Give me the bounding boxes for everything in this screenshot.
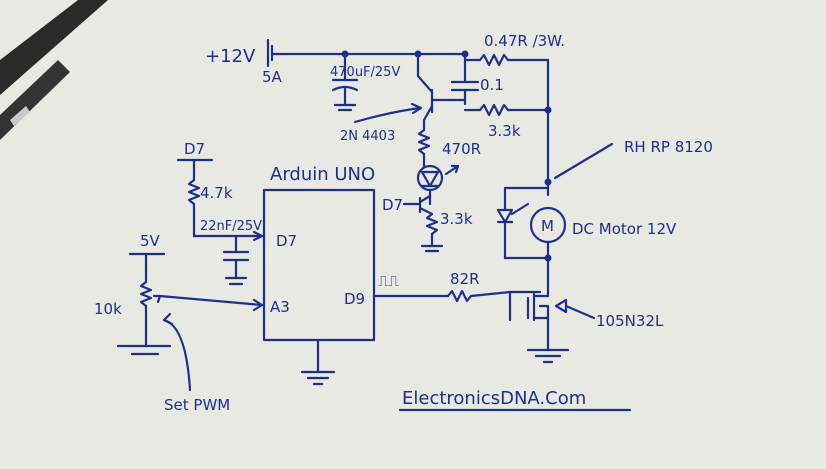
supply-wiring: [266, 38, 552, 184]
relay-label: RH RP 8120: [624, 138, 713, 156]
cap-22nf-label: 22nF/25V: [200, 219, 262, 234]
arduino-pin-d9: D9: [344, 290, 365, 308]
transistor-label: 2N 4403: [340, 129, 395, 144]
resistor-470-label: 470R: [442, 140, 481, 158]
cap-470-label: 470uF/25V: [330, 65, 400, 80]
supply-current-label: 5A: [262, 68, 283, 86]
motor-symbol-letter: M: [541, 217, 554, 235]
d7-top-label: D7: [184, 140, 205, 158]
arduino-pin-d7: D7: [276, 232, 297, 250]
d7-mid-label: D7: [382, 196, 403, 214]
pen-icon: [0, 0, 108, 140]
supply-voltage-label: +12V: [205, 46, 256, 67]
supply-5v-label: 5V: [140, 232, 161, 250]
watermark-text: ElectronicsDNA.Com: [402, 388, 586, 409]
arduino-title: Arduin UNO: [270, 164, 375, 185]
cap-01-label: 0.1: [480, 76, 504, 94]
set-pwm-label: Set PWM: [164, 396, 230, 414]
resistor-82r-label: 82R: [450, 270, 480, 288]
led-branch: [402, 118, 460, 253]
pwm-output-wiring: [372, 289, 512, 322]
pwm-waveform-symbol: ⎍⎍: [378, 272, 400, 290]
potentiometer-label: 10k: [94, 300, 122, 318]
resistor-33k-top-label: 3.3k: [488, 122, 521, 140]
arduino-pin-a3: A3: [270, 298, 290, 316]
resistor-33k-mid-label: 3.3k: [440, 210, 473, 228]
mosfet-label: 105N32L: [596, 312, 664, 330]
d7-input-network: [176, 158, 264, 286]
resistor-047-label: 0.47R /3W.: [484, 32, 565, 50]
mosfet-symbol: [508, 288, 596, 364]
motor-branch: [496, 142, 614, 292]
resistor-47k-label: 4.7k: [200, 184, 233, 202]
motor-label: DC Motor 12V: [572, 220, 677, 238]
potentiometer-network: [116, 252, 264, 392]
arduino-uno-block: [262, 188, 376, 386]
